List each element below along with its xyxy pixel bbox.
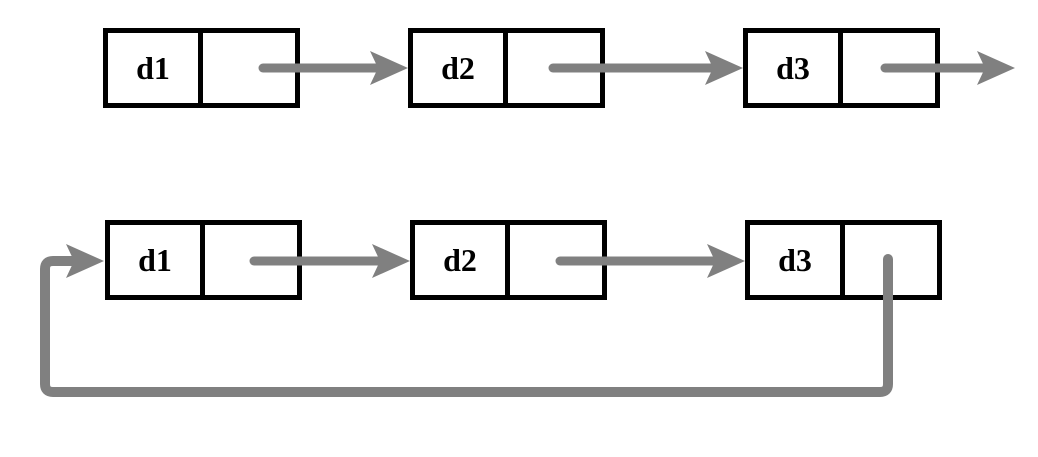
node-pointer-cell	[203, 33, 295, 103]
node-pointer-cell	[845, 225, 937, 295]
arrowhead-icon	[977, 51, 1015, 85]
node-pointer-cell	[510, 225, 602, 295]
node-label: d3	[776, 49, 810, 86]
node-pointer-cell	[205, 225, 297, 295]
node-label: d3	[778, 241, 812, 278]
plain-list-node-3: d3	[743, 28, 940, 108]
arrowhead-icon	[707, 244, 745, 278]
node-data-cell: d1	[108, 33, 203, 103]
arrowhead-icon	[372, 244, 410, 278]
node-data-cell: d2	[413, 33, 508, 103]
plain-list-node-1: d1	[103, 28, 300, 108]
circular-list-node-1: d1	[105, 220, 302, 300]
node-pointer-cell	[508, 33, 600, 103]
arrowhead-icon	[370, 51, 408, 85]
circular-list-node-3: d3	[745, 220, 942, 300]
node-data-cell: d3	[748, 33, 843, 103]
circular-list-node-2: d2	[410, 220, 607, 300]
node-label: d2	[443, 241, 477, 278]
node-data-cell: d1	[110, 225, 205, 295]
node-data-cell: d3	[750, 225, 845, 295]
arrowhead-icon	[705, 51, 743, 85]
node-pointer-cell	[843, 33, 935, 103]
plain-list-node-2: d2	[408, 28, 605, 108]
node-label: d2	[441, 49, 475, 86]
node-data-cell: d2	[415, 225, 510, 295]
node-label: d1	[136, 49, 170, 86]
arrowhead-icon	[66, 244, 104, 278]
node-label: d1	[138, 241, 172, 278]
